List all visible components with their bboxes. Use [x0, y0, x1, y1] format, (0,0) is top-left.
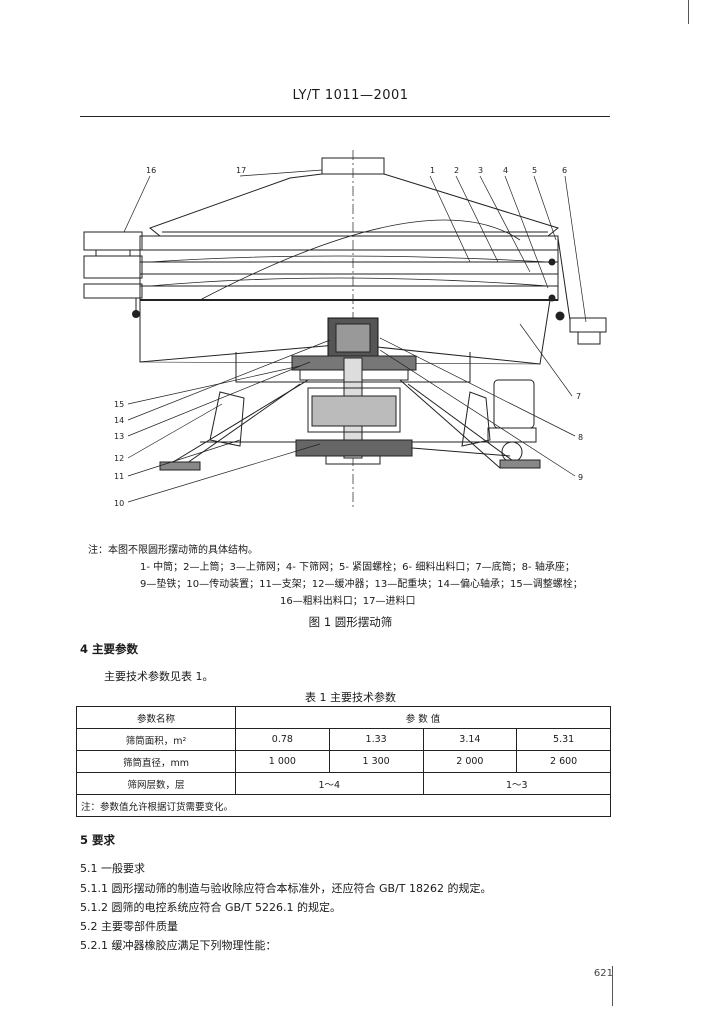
- table-row: 筛网层数，层 1～4 1～3: [76, 772, 611, 795]
- callout-13: 13: [114, 432, 124, 441]
- row-label: 筛筒面积，m²: [76, 728, 236, 751]
- table-cell: 1.33: [328, 728, 424, 751]
- section-5-heading: 5 要求: [80, 833, 116, 847]
- figure-title: 图 1 圆形摆动筛: [308, 615, 393, 629]
- table-cell: 1 300: [328, 750, 424, 773]
- figure-note-line-1: 注：本图不限圆形摆动筛的具体结构。: [88, 545, 258, 556]
- callout-9: 9: [578, 473, 583, 482]
- callout-2: 2: [454, 166, 459, 175]
- callout-8: 8: [578, 433, 583, 442]
- figure-note-line-3: 9—垫铁；10—传动装置；11—支架；12—缓冲器；13—配重块；14—偏心轴承…: [140, 579, 583, 590]
- callout-7: 7: [576, 392, 581, 401]
- callout-5: 5: [532, 166, 537, 175]
- scan-edge-mark: [612, 966, 613, 1006]
- callout-15: 15: [114, 400, 124, 409]
- figure-note-line-2: 1- 中筒；2—上筒；3—上筛网；4- 下筛网；5- 紧固螺栓；6- 细料出料口…: [140, 562, 575, 573]
- callout-4: 4: [503, 166, 508, 175]
- table-cell: 1～4: [235, 772, 424, 795]
- table-cell: 1 000: [235, 750, 330, 773]
- row-label: 筛筒直径，mm: [76, 750, 236, 773]
- table-cell: 5.31: [516, 728, 611, 751]
- technical-parameters-table: 参数名称 参 数 值 筛筒面积，m² 0.78 1.33 3.14 5.31 筛…: [76, 706, 611, 817]
- table-header-row: 参数名称 参 数 值: [76, 706, 611, 729]
- running-header: LY/T 1011—2001: [292, 88, 409, 103]
- table-note-row: 注：参数值允许根据订货需要变化。: [76, 794, 611, 817]
- callout-3: 3: [478, 166, 483, 175]
- clause-5-1-2: 5.1.2 圆筛的电控系统应符合 GB/T 5226.1 的规定。: [80, 901, 341, 914]
- table-1-title: 表 1 主要技术参数: [305, 691, 396, 704]
- clause-5-2-1: 5.2.1 缓冲器橡胶应满足下列物理性能：: [80, 939, 277, 952]
- table-cell: 0.78: [235, 728, 330, 751]
- section-4-heading: 4 主要参数: [80, 642, 139, 656]
- callout-14: 14: [114, 416, 124, 425]
- page-number: 621: [593, 968, 613, 979]
- col-values-header: 参 数 值: [235, 706, 611, 729]
- callout-16: 16: [146, 166, 156, 175]
- circular-vibrating-screen-drawing: 1 2 3 4 5 6 7 8 9 10 11 12 13 14 15 16 1…: [83, 150, 607, 510]
- callout-12: 12: [114, 454, 124, 463]
- table-note: 注：参数值允许根据订货需要变化。: [76, 794, 611, 817]
- callout-1: 1: [430, 166, 435, 175]
- callout-6: 6: [562, 166, 567, 175]
- scan-edge-mark: [688, 0, 689, 24]
- row-label: 筛网层数，层: [76, 772, 236, 795]
- clause-5-1-1: 5.1.1 圆形摆动筛的制造与验收除应符合本标准外，还应符合 GB/T 1826…: [80, 882, 492, 895]
- table-row: 筛筒面积，m² 0.78 1.33 3.14 5.31: [76, 728, 611, 751]
- clause-5-1: 5.1 一般要求: [80, 862, 145, 875]
- table-cell: 1～3: [422, 772, 611, 795]
- figure-note-line-4: 16—粗料出料口；17—进料口: [280, 596, 416, 607]
- section-4-intro: 主要技术参数见表 1。: [104, 670, 214, 683]
- table-cell: 2 600: [516, 750, 611, 773]
- table-row: 筛筒直径，mm 1 000 1 300 2 000 2 600: [76, 750, 611, 773]
- col-param-name-header: 参数名称: [76, 706, 236, 729]
- top-cover-shape: [148, 173, 560, 237]
- table-cell: 3.14: [422, 728, 518, 751]
- clause-5-2: 5.2 主要零部件质量: [80, 920, 178, 933]
- callout-17: 17: [236, 166, 246, 175]
- callout-11: 11: [114, 472, 124, 481]
- callout-10: 10: [114, 499, 124, 508]
- table-cell: 2 000: [422, 750, 518, 773]
- header-rule: [80, 116, 610, 117]
